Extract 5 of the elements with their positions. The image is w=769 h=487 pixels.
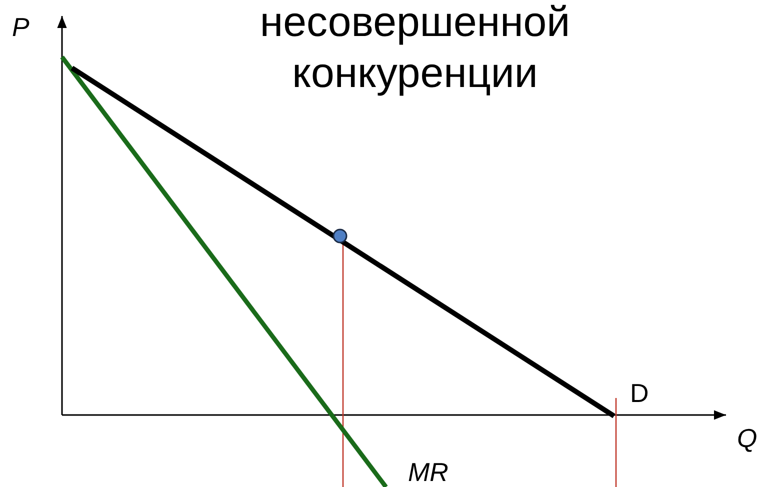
title: несовершенной конкуренции (258, 0, 572, 98)
axis-label: MR (408, 457, 448, 487)
axis-label: P (12, 12, 30, 43)
axis-label: Q (737, 423, 758, 454)
axis-label: D (630, 378, 649, 409)
